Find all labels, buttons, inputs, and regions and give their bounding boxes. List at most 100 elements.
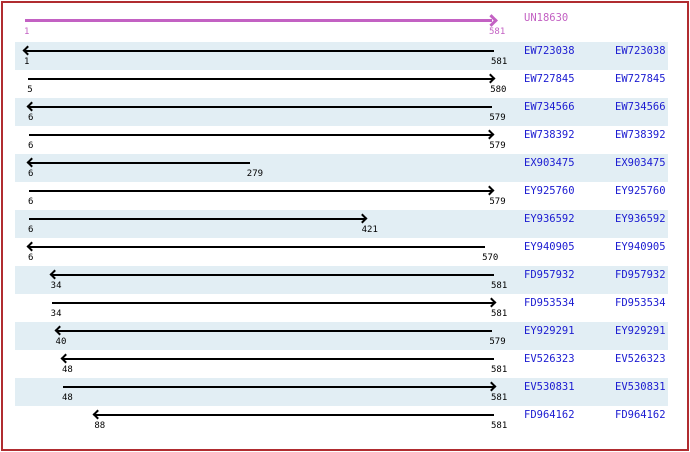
alignment-row: 1 581 EW723038 EW723038 bbox=[0, 42, 690, 70]
row-stripe-band bbox=[15, 266, 668, 294]
alignment-end-coordinate: 581 bbox=[491, 421, 508, 431]
alignment-arrow-line bbox=[29, 134, 493, 136]
accession-link-secondary[interactable]: EY929291 bbox=[615, 325, 666, 337]
alignment-arrow-line bbox=[56, 330, 493, 332]
row-stripe-band bbox=[15, 322, 668, 350]
alignment-arrow-line bbox=[25, 50, 494, 52]
accession-link-secondary[interactable]: FD964162 bbox=[615, 409, 666, 421]
accession-link[interactable]: EY925760 bbox=[524, 185, 575, 197]
row-stripe-band bbox=[15, 98, 668, 126]
alignment-arrow-line bbox=[29, 106, 493, 108]
alignment-row: 6 579 EY925760 EY925760 bbox=[0, 182, 690, 210]
alignment-start-coordinate: 34 bbox=[50, 281, 62, 291]
accession-link[interactable]: EW738392 bbox=[524, 129, 575, 141]
accession-link-secondary[interactable]: EV530831 bbox=[615, 381, 666, 393]
alignment-end-coordinate: 581 bbox=[491, 57, 508, 67]
alignment-start-coordinate: 48 bbox=[62, 365, 73, 375]
reference-arrow-head-icon bbox=[485, 14, 498, 27]
alignment-start-coordinate: 48 bbox=[62, 393, 73, 403]
reference-name-label: UN18630 bbox=[524, 12, 569, 24]
accession-link-secondary[interactable]: FD957932 bbox=[615, 269, 666, 281]
alignment-row: 5 580 EW727845 EW727845 bbox=[0, 70, 690, 98]
arrow-head-left-icon bbox=[92, 409, 103, 420]
alignment-start-coordinate: 6 bbox=[28, 141, 34, 151]
reference-arrow-line bbox=[25, 19, 492, 22]
accession-link[interactable]: EW723038 bbox=[524, 45, 575, 57]
alignment-end-coordinate: 570 bbox=[482, 253, 499, 263]
accession-link[interactable]: EV530831 bbox=[524, 381, 575, 393]
alignment-end-coordinate: 579 bbox=[489, 113, 506, 123]
alignment-row: 48 581 EV526323 EV526323 bbox=[0, 350, 690, 378]
alignment-arrow-line bbox=[51, 274, 494, 276]
accession-link[interactable]: EW727845 bbox=[524, 73, 575, 85]
alignment-end-coordinate: 580 bbox=[490, 85, 507, 95]
row-stripe-band bbox=[15, 42, 668, 70]
accession-link[interactable]: FD953534 bbox=[524, 297, 575, 309]
alignment-start-coordinate: 88 bbox=[94, 421, 106, 431]
accession-link[interactable]: EW734566 bbox=[524, 101, 575, 113]
accession-link[interactable]: FD957932 bbox=[524, 269, 575, 281]
alignment-start-coordinate: 40 bbox=[55, 337, 67, 347]
alignment-arrow-line bbox=[63, 386, 494, 388]
arrow-head-right-icon bbox=[484, 185, 495, 196]
accession-link-secondary[interactable]: EY936592 bbox=[615, 213, 666, 225]
alignment-start-coordinate: 6 bbox=[28, 197, 34, 207]
alignment-end-coordinate: 579 bbox=[489, 197, 506, 207]
arrow-head-left-icon bbox=[26, 241, 37, 252]
alignment-end-coordinate: 579 bbox=[489, 337, 506, 347]
alignment-start-coordinate: 34 bbox=[50, 309, 62, 319]
arrow-head-right-icon bbox=[486, 297, 497, 308]
accession-link-secondary[interactable]: EW723038 bbox=[615, 45, 666, 57]
alignment-arrow-line bbox=[29, 162, 250, 164]
alignment-row: 88 581 FD964162 FD964162 bbox=[0, 406, 690, 434]
row-stripe-band bbox=[15, 154, 668, 182]
arrow-head-right-icon bbox=[484, 129, 495, 140]
alignment-arrow-line bbox=[28, 78, 494, 80]
alignment-row: 34 581 FD953534 FD953534 bbox=[0, 294, 690, 322]
alignment-row: 6 421 EY936592 EY936592 bbox=[0, 210, 690, 238]
alignment-arrow-line bbox=[29, 190, 493, 192]
accession-link-secondary[interactable]: FD953534 bbox=[615, 297, 666, 309]
alignment-end-coordinate: 581 bbox=[491, 281, 508, 291]
accession-link[interactable]: EV526323 bbox=[524, 353, 575, 365]
alignment-start-coordinate: 6 bbox=[28, 169, 34, 179]
row-stripe-band bbox=[15, 210, 668, 238]
reference-end-coordinate: 581 bbox=[489, 27, 506, 37]
accession-link-secondary[interactable]: EX903475 bbox=[615, 157, 666, 169]
accession-link[interactable]: EY936592 bbox=[524, 213, 575, 225]
alignment-end-coordinate: 581 bbox=[491, 309, 508, 319]
arrow-head-left-icon bbox=[60, 353, 71, 364]
alignment-row: 34 581 FD957932 FD957932 bbox=[0, 266, 690, 294]
alignment-start-coordinate: 1 bbox=[24, 57, 30, 67]
row-stripe-band bbox=[15, 378, 668, 406]
alignment-start-coordinate: 5 bbox=[27, 85, 33, 95]
accession-link-secondary[interactable]: EV526323 bbox=[615, 353, 666, 365]
accession-link[interactable]: FD964162 bbox=[524, 409, 575, 421]
alignment-row: 6 579 EW734566 EW734566 bbox=[0, 98, 690, 126]
alignment-start-coordinate: 6 bbox=[28, 225, 34, 235]
accession-link-secondary[interactable]: EW734566 bbox=[615, 101, 666, 113]
alignment-arrow-line bbox=[63, 358, 494, 360]
alignment-end-coordinate: 421 bbox=[361, 225, 378, 235]
accession-link-secondary[interactable]: EY925760 bbox=[615, 185, 666, 197]
accession-link-secondary[interactable]: EY940905 bbox=[615, 241, 666, 253]
alignment-end-coordinate: 579 bbox=[489, 141, 506, 151]
accession-link[interactable]: EY940905 bbox=[524, 241, 575, 253]
alignment-arrow-line bbox=[51, 302, 494, 304]
arrow-head-right-icon bbox=[485, 73, 496, 84]
reference-start-coordinate: 1 bbox=[24, 27, 30, 37]
alignment-end-coordinate: 581 bbox=[491, 365, 508, 375]
alignment-row: 40 579 EY929291 EY929291 bbox=[0, 322, 690, 350]
alignment-row: 6 579 EW738392 EW738392 bbox=[0, 126, 690, 154]
alignment-arrow-line bbox=[29, 218, 365, 220]
alignment-start-coordinate: 6 bbox=[28, 253, 34, 263]
accession-link-secondary[interactable]: EW738392 bbox=[615, 129, 666, 141]
alignment-end-coordinate: 581 bbox=[491, 393, 508, 403]
accession-link-secondary[interactable]: EW727845 bbox=[615, 73, 666, 85]
accession-link[interactable]: EX903475 bbox=[524, 157, 575, 169]
alignment-start-coordinate: 6 bbox=[28, 113, 34, 123]
accession-link[interactable]: EY929291 bbox=[524, 325, 575, 337]
alignment-arrow-line bbox=[29, 246, 486, 248]
alignment-arrow-line bbox=[95, 414, 494, 416]
